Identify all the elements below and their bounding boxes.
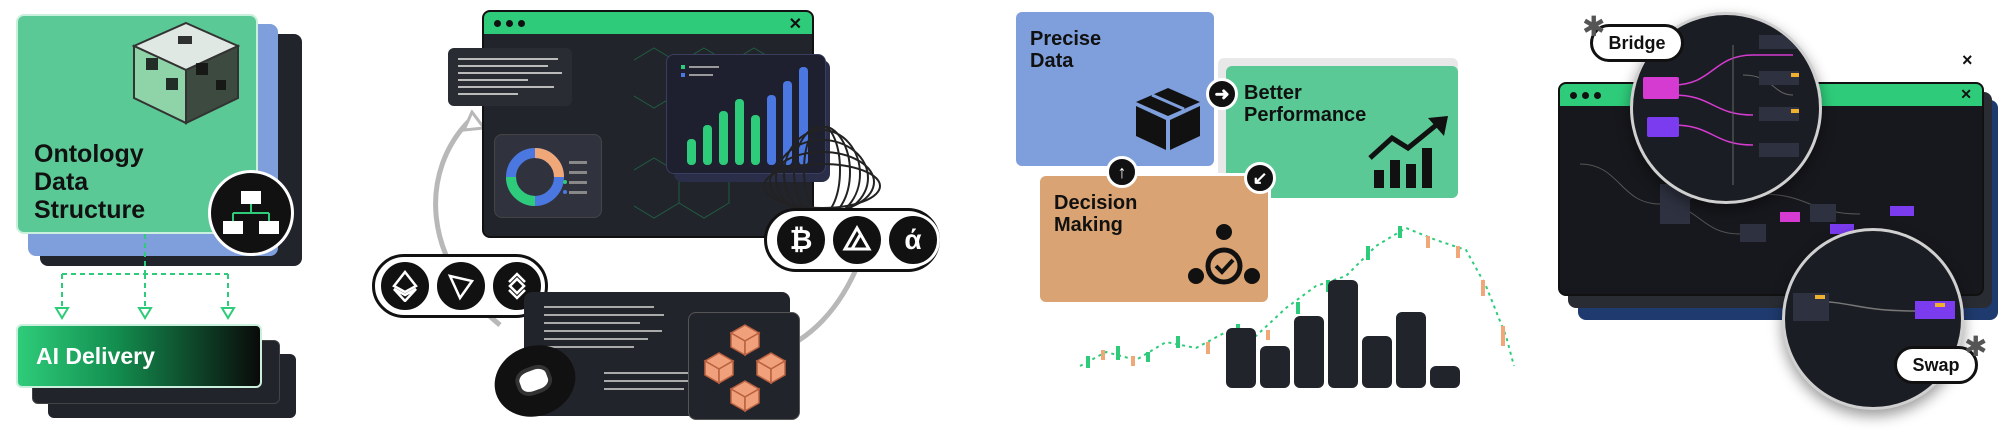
tron-icon bbox=[434, 259, 488, 313]
box-icon bbox=[1136, 88, 1200, 150]
market-chart bbox=[1079, 226, 1515, 388]
arrow-up-icon: ↑ bbox=[1106, 156, 1138, 188]
magnifier-top bbox=[1630, 12, 1822, 204]
glass-cube-icon bbox=[131, 21, 241, 125]
bitcoin-icon: ₿ bbox=[774, 213, 828, 267]
flow-arrows bbox=[54, 234, 236, 320]
ethereum-icon bbox=[378, 259, 432, 313]
donut-card bbox=[494, 134, 602, 218]
code-snippet bbox=[448, 48, 572, 106]
ai-delivery-card: AI Delivery bbox=[16, 324, 262, 388]
arrow-right-icon: ➜ bbox=[1206, 78, 1238, 110]
bar-chart-card bbox=[666, 54, 826, 174]
growth-chart-icon bbox=[1368, 116, 1448, 188]
bridge-badge[interactable]: Bridge bbox=[1590, 24, 1684, 62]
team-check-icon bbox=[1188, 224, 1260, 285]
arrow-down-left-icon: ↙ bbox=[1244, 162, 1276, 194]
window-close-icon[interactable]: ✕ bbox=[1960, 86, 1972, 102]
swap-badge[interactable]: Swap bbox=[1894, 346, 1978, 384]
close-icon[interactable]: ✕ bbox=[788, 16, 802, 33]
ontology-title: Ontology Data Structure bbox=[34, 140, 146, 224]
sparkle-icon-2: ✱ bbox=[1964, 331, 1988, 362]
cubes-card bbox=[688, 312, 800, 420]
outer-close-icon[interactable]: × bbox=[1962, 50, 1973, 70]
decision-making-card: Decision Making bbox=[1040, 176, 1268, 302]
precise-data-label: Precise Data bbox=[1030, 28, 1102, 73]
arbitrum-icon bbox=[830, 213, 884, 267]
better-performance-label: Better Performance bbox=[1244, 82, 1367, 127]
sparkle-icon: ✱ bbox=[1582, 11, 1606, 42]
aave-icon: ά bbox=[886, 213, 940, 267]
precise-data-card: Precise Data bbox=[1016, 12, 1214, 166]
network-icon bbox=[208, 170, 294, 256]
ai-delivery-label: AI Delivery bbox=[36, 343, 155, 369]
decision-making-label: Decision Making bbox=[1054, 192, 1138, 237]
